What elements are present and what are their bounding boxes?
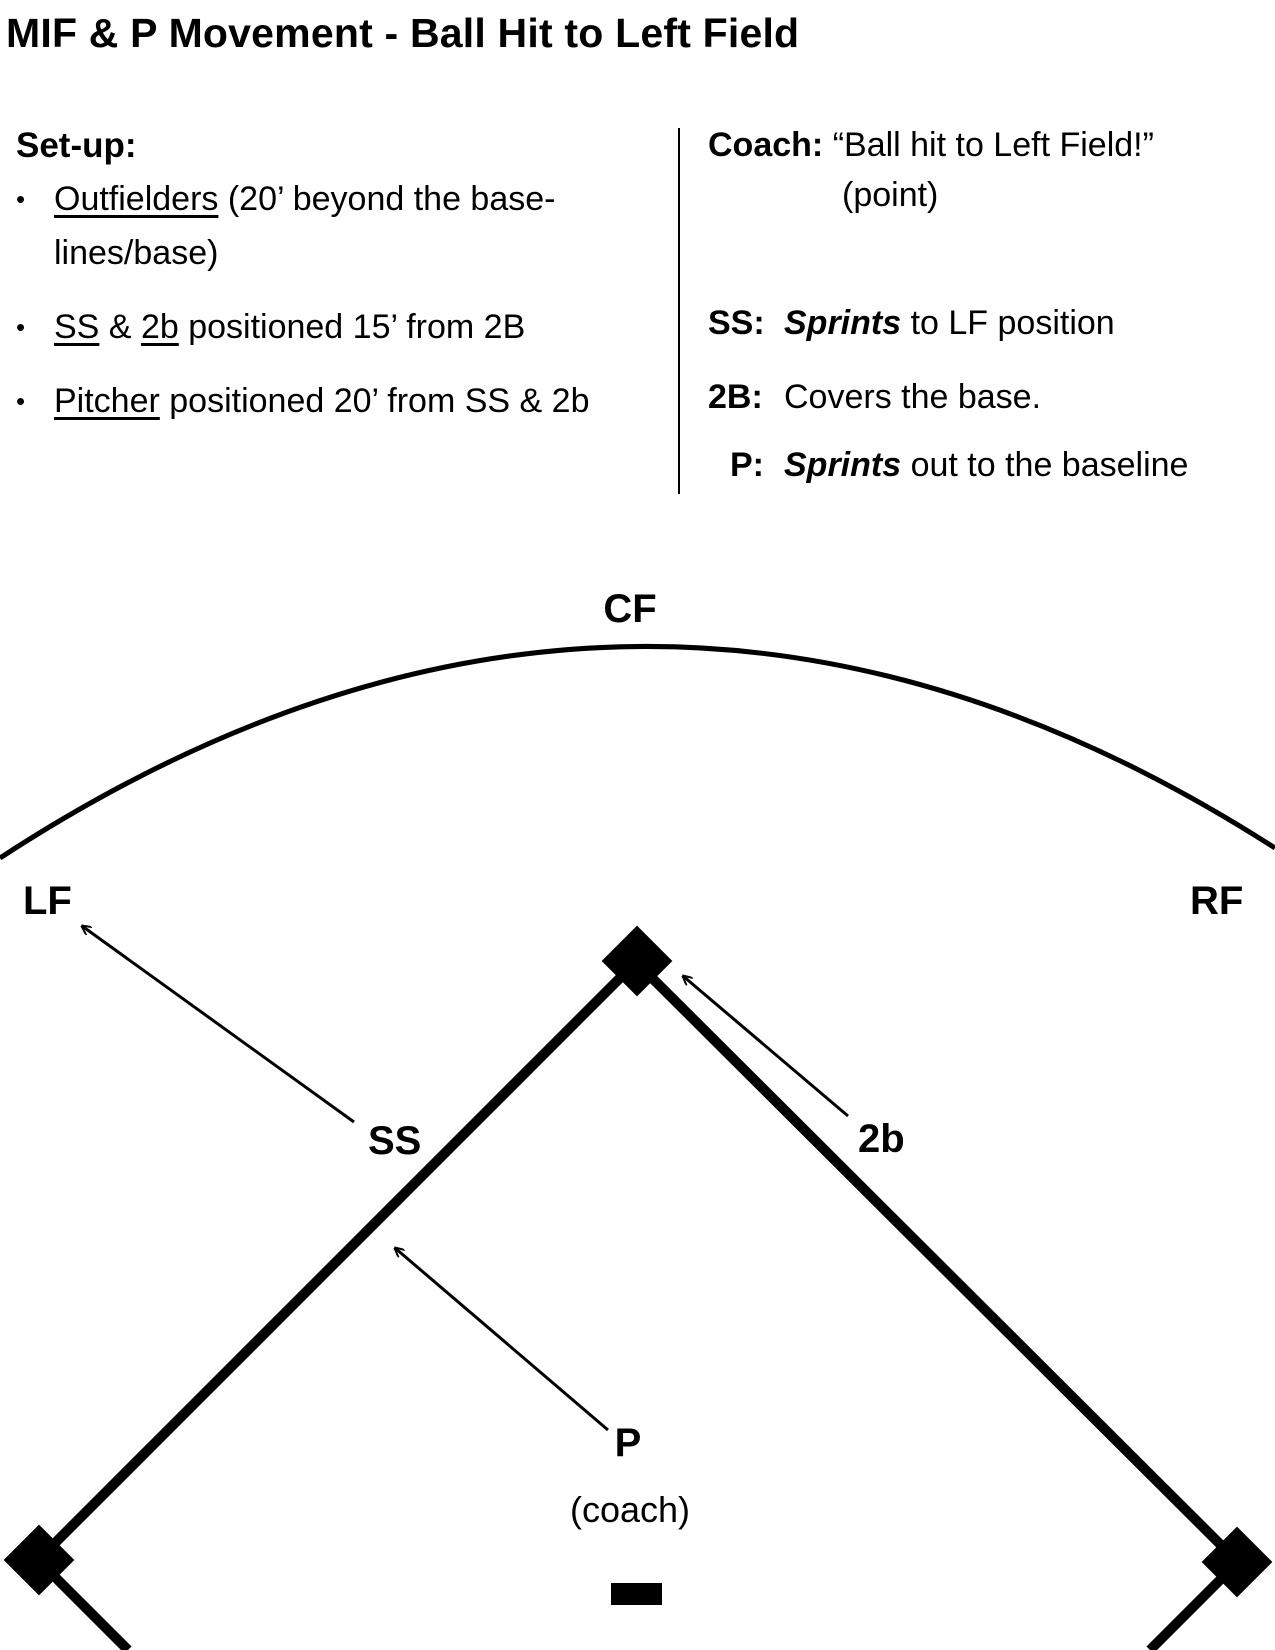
setup-item-text-2: positioned 15’ from 2B: [178, 308, 526, 346]
pitcher-arrow: [395, 1248, 609, 1432]
ss-arrow: [82, 926, 355, 1124]
setup-section: Set-up: • Outfielders (20’ beyond the ba…: [16, 126, 656, 428]
bullet-icon: •: [16, 312, 26, 342]
instruction-emphasis: Sprints: [784, 304, 902, 342]
instruction-text: “Ball hit to Left Field!”: [832, 126, 1154, 164]
baseline-first: [632, 958, 1242, 1566]
instruction-text: Covers the base.: [784, 378, 1042, 416]
setup-item-text: &: [99, 308, 141, 346]
setup-item-ss-2b: • SS & 2b positioned 15’ from 2B: [16, 300, 656, 354]
instruction-text: out to the baseline: [901, 446, 1189, 484]
third-base: [3, 1524, 75, 1596]
setup-item-underlined: Outfielders: [54, 180, 219, 218]
setup-item-pitcher: • Pitcher positioned 20’ from SS & 2b: [16, 374, 656, 428]
instruction-pitcher: P: Sprints out to the baseline: [730, 446, 1188, 485]
setup-item-text: positioned 20’ from SS & 2b: [159, 382, 590, 420]
pitchers-rubber: [611, 1583, 662, 1605]
outfield-arc: [0, 644, 1275, 861]
first-base: [1201, 1526, 1273, 1598]
setup-item-text-continued: lines/base): [54, 234, 219, 272]
instruction-label: Coach:: [708, 126, 824, 164]
instruction-emphasis: Sprints: [784, 446, 902, 484]
bullet-icon: •: [16, 184, 26, 214]
instruction-label: P:: [730, 446, 764, 484]
setup-item-underlined: SS: [54, 308, 100, 346]
second-base: [601, 925, 673, 997]
instruction-coach-continued: (point): [842, 176, 938, 215]
instruction-2b: 2B: Covers the base.: [708, 378, 1041, 417]
setup-item-outfielders: • Outfielders (20’ beyond the base- line…: [16, 172, 656, 282]
instruction-ss: SS: Sprints to LF position: [708, 304, 1115, 343]
setup-item-text: (20’ beyond the base-: [218, 180, 556, 218]
setup-item-underlined: Pitcher: [54, 382, 160, 420]
label-pitcher-note: (coach): [570, 1489, 690, 1530]
column-divider: [678, 128, 680, 494]
label-lf: LF: [23, 879, 72, 923]
setup-list: • Outfielders (20’ beyond the base- line…: [16, 172, 656, 428]
label-rf: RF: [1190, 879, 1243, 923]
instruction-text: to LF position: [901, 304, 1115, 342]
setup-item-underlined-2: 2b: [140, 308, 179, 346]
setup-heading: Set-up:: [16, 126, 137, 165]
label-2b: 2b: [858, 1117, 905, 1161]
2b-arrow: [683, 976, 849, 1118]
page-title: MIF & P Movement - Ball Hit to Left Fiel…: [6, 10, 800, 56]
instruction-text-continued: (point): [842, 176, 939, 214]
label-pitcher: P: [615, 1421, 642, 1465]
instruction-label: 2B:: [708, 378, 763, 416]
label-ss: SS: [368, 1119, 421, 1163]
instruction-label: SS:: [708, 304, 765, 342]
bullet-icon: •: [16, 386, 26, 416]
instruction-coach: Coach: “Ball hit to Left Field!”: [708, 126, 1154, 165]
baseline-third: [34, 958, 640, 1564]
label-cf: CF: [603, 587, 656, 631]
